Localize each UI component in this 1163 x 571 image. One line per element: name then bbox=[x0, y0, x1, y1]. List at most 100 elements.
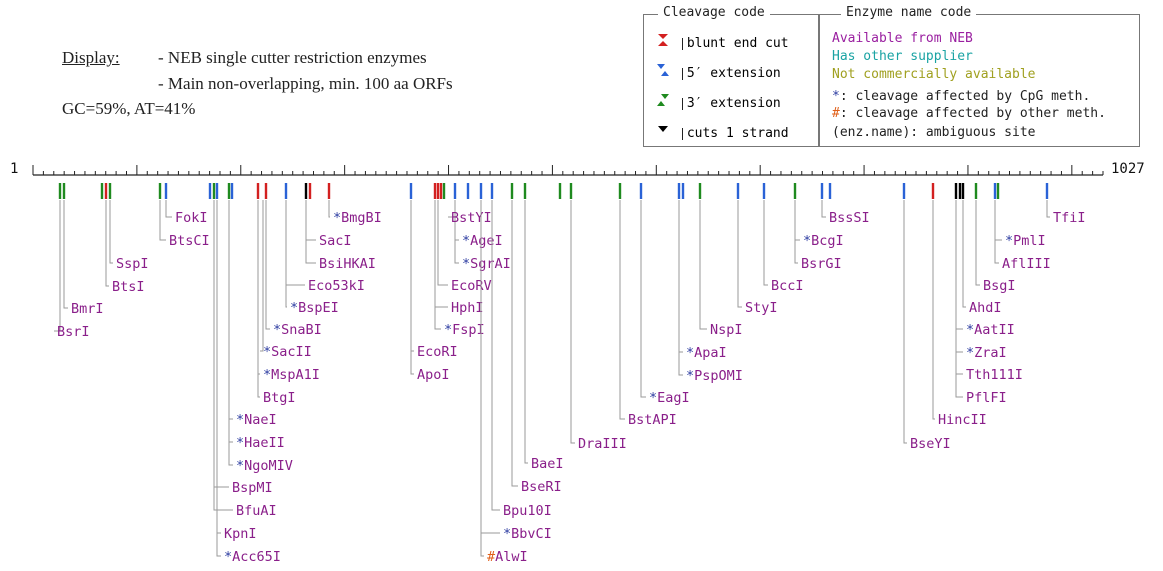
enzyme-label: BsiHKAI bbox=[319, 256, 376, 272]
leader-line bbox=[763, 200, 768, 286]
enzyme-label: Bpu10I bbox=[503, 503, 552, 519]
leader-line bbox=[437, 200, 448, 286]
leader-line bbox=[285, 200, 305, 286]
enzyme-label: PflFI bbox=[966, 390, 1007, 406]
enzyme-label: BfuAI bbox=[236, 503, 277, 519]
enzyme-label: TfiI bbox=[1053, 210, 1086, 226]
leader-line bbox=[1046, 200, 1050, 218]
leader-line bbox=[955, 200, 963, 398]
single-strand-icon bbox=[658, 126, 668, 132]
enzyme-label: DraIII bbox=[578, 436, 627, 452]
five-prime-extension-icon bbox=[657, 64, 669, 76]
enzyme-label: BsrI bbox=[57, 324, 90, 340]
enzyme-label: *ApaI bbox=[686, 345, 727, 361]
enzyme-label: BccI bbox=[771, 278, 804, 294]
enzyme-label: BseYI bbox=[910, 436, 951, 452]
enzyme-label: NspI bbox=[710, 322, 743, 338]
enzyme-label: AhdI bbox=[969, 300, 1002, 316]
leader-line bbox=[228, 200, 233, 420]
leader-line bbox=[975, 200, 980, 286]
leader-line bbox=[260, 200, 264, 352]
enzyme-label: AflIII bbox=[1002, 256, 1051, 272]
leader-line bbox=[619, 200, 625, 420]
enzyme-label: *SnaBI bbox=[273, 322, 322, 338]
legend-other-supplier: Has other supplier bbox=[832, 49, 973, 64]
display-header: Display:- NEB single cutter restriction … bbox=[62, 48, 453, 100]
enzyme-label: *BmgBI bbox=[333, 210, 382, 226]
enzyme-label: *EagI bbox=[649, 390, 690, 406]
enzyme-label: *NgoMIV bbox=[236, 458, 293, 474]
leader-line bbox=[328, 200, 330, 218]
leader-line bbox=[678, 200, 683, 353]
ruler-end-label: 1027 bbox=[1111, 161, 1145, 177]
leader-line bbox=[640, 200, 646, 398]
legend-not-commercial: Not commercially available bbox=[832, 67, 1036, 82]
enzyme-label: *AgeI bbox=[462, 233, 503, 249]
display-label: Display: bbox=[62, 48, 120, 67]
enzyme-label: SacI bbox=[319, 233, 352, 249]
leader-line bbox=[794, 200, 800, 241]
legend-one-strand: cuts 1 strand bbox=[656, 123, 789, 141]
enzyme-label: *PspOMI bbox=[686, 368, 743, 384]
leader-line bbox=[257, 200, 260, 375]
leader-line bbox=[159, 200, 166, 241]
enzyme-label: BmrI bbox=[71, 301, 104, 317]
enzyme-label: HincII bbox=[938, 412, 987, 428]
leader-line bbox=[903, 200, 907, 444]
legend-ambiguous-note: (enz.name): ambiguous site bbox=[832, 125, 1036, 140]
enzyme-label: BstYI bbox=[451, 210, 492, 226]
enzyme-label: SspI bbox=[116, 256, 149, 272]
enzyme-label: *AatII bbox=[966, 322, 1015, 338]
enzyme-label: *SgrAI bbox=[462, 256, 511, 272]
legend-three-prime: 3′ extension bbox=[656, 93, 781, 111]
leader-line bbox=[165, 200, 172, 218]
leader-line bbox=[410, 200, 414, 375]
enzyme-label: HphI bbox=[451, 300, 484, 316]
leader-line bbox=[216, 200, 221, 534]
leader-line bbox=[480, 200, 500, 534]
leader-line bbox=[434, 200, 448, 308]
ruler-start-label: 1 bbox=[10, 161, 19, 177]
leader-line bbox=[305, 200, 316, 241]
enzyme-label: *Acc65I bbox=[224, 549, 281, 565]
leader-line bbox=[955, 200, 963, 330]
leader-line bbox=[109, 200, 113, 264]
enzyme-label: BtsCI bbox=[169, 233, 210, 249]
enzyme-label: EcoRI bbox=[417, 344, 458, 360]
enzyme-label: EcoRV bbox=[451, 278, 492, 294]
enzyme-label: FokI bbox=[175, 210, 208, 226]
enzyme-label: Tth111I bbox=[966, 367, 1023, 383]
leader-line bbox=[63, 200, 68, 309]
legend-available-neb: Available from NEB bbox=[832, 31, 973, 46]
enzyme-label: *BbvCI bbox=[503, 526, 552, 542]
enzyme-label: StyI bbox=[745, 300, 778, 316]
leader-line bbox=[511, 200, 518, 487]
leader-line bbox=[994, 200, 999, 264]
enzyme-label: *NaeI bbox=[236, 412, 277, 428]
leader-line bbox=[448, 200, 456, 218]
legend-other-meth-note: #: cleavage affected by other meth. bbox=[832, 106, 1106, 121]
leader-line bbox=[265, 200, 270, 330]
display-line-2: - Main non-overlapping, min. 100 aa ORFs bbox=[158, 74, 453, 93]
leader-line bbox=[54, 200, 61, 332]
enzyme-label: *PmlI bbox=[1005, 233, 1046, 249]
enzyme-label: *BcgI bbox=[803, 233, 844, 249]
enzyme-label: *HaeII bbox=[236, 435, 285, 451]
leader-line bbox=[305, 200, 316, 264]
leader-line bbox=[570, 200, 575, 444]
enzyme-label: BsrGI bbox=[801, 256, 842, 272]
leader-line bbox=[524, 200, 528, 464]
leader-line bbox=[491, 200, 500, 511]
enzyme-label: BaeI bbox=[531, 456, 564, 472]
leader-line bbox=[228, 200, 233, 466]
enzyme-label: BtgI bbox=[263, 390, 296, 406]
enzyme-label: BsgI bbox=[983, 278, 1016, 294]
enzyme-label: BssSI bbox=[829, 210, 870, 226]
gc-content: GC=59%, AT=41% bbox=[62, 99, 196, 118]
cleavage-legend-title: Cleavage code bbox=[658, 5, 770, 20]
leader-line bbox=[216, 200, 221, 557]
enzyme-label: KpnI bbox=[224, 526, 257, 542]
cleavage-code-legend: Cleavage code blunt end cut 5′ extension… bbox=[643, 5, 820, 147]
enzyme-label: *BspEI bbox=[290, 300, 339, 316]
